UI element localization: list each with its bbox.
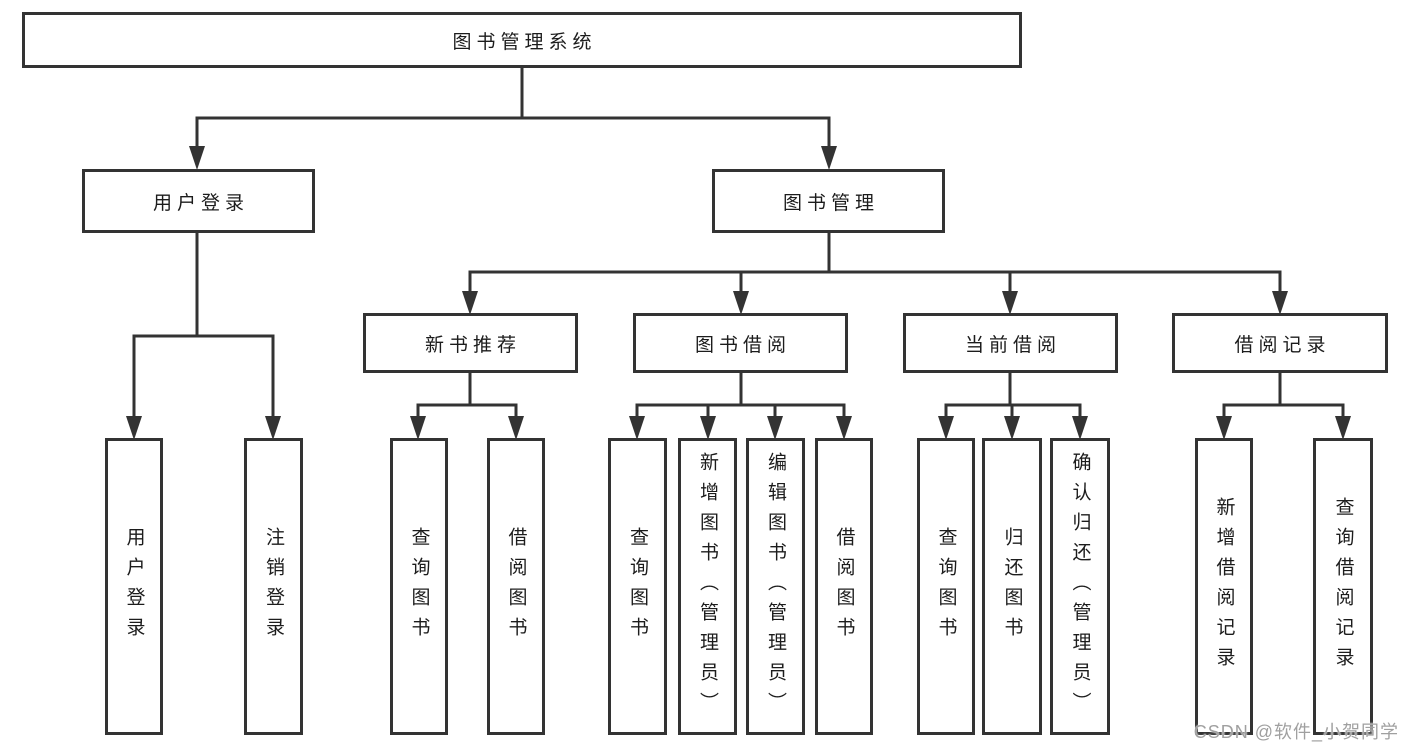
- node-book-borrow: 图书借阅: [633, 313, 848, 373]
- leaf-return-book: 归还图书: [982, 438, 1042, 735]
- node-book-management: 图书管理: [712, 169, 945, 233]
- connector-book-management-children: [462, 233, 1288, 315]
- leaf-query-book-1: 查询图书: [390, 438, 448, 735]
- leaf-confirm-return-admin: 确认归还（管理员）: [1050, 438, 1110, 735]
- leaf-add-book-admin: 新增图书（管理员）: [678, 438, 737, 735]
- leaf-edit-book-admin: 编辑图书（管理员）: [746, 438, 805, 735]
- node-borrow-records: 借阅记录: [1172, 313, 1388, 373]
- leaf-query-book-3: 查询图书: [917, 438, 975, 735]
- leaf-user-login: 用户登录: [105, 438, 163, 735]
- node-current-borrow: 当前借阅: [903, 313, 1118, 373]
- leaf-borrow-book-1: 借阅图书: [487, 438, 545, 735]
- connector-new-book-children: [410, 373, 524, 440]
- leaf-query-book-2: 查询图书: [608, 438, 667, 735]
- leaf-logout: 注销登录: [244, 438, 303, 735]
- connector-current-borrow-children: [938, 373, 1088, 440]
- leaf-add-borrow-record: 新增借阅记录: [1195, 438, 1253, 735]
- connector-borrow-records-children: [1216, 373, 1351, 440]
- node-new-book-recommend: 新书推荐: [363, 313, 578, 373]
- connector-book-borrow-children: [629, 373, 852, 440]
- leaf-query-borrow-record: 查询借阅记录: [1313, 438, 1373, 735]
- connector-root-to-level2: [189, 66, 837, 170]
- connector-user-login-children: [126, 233, 281, 440]
- node-user-login: 用户登录: [82, 169, 315, 233]
- node-root: 图书管理系统: [22, 12, 1022, 68]
- leaf-borrow-book-2: 借阅图书: [815, 438, 873, 735]
